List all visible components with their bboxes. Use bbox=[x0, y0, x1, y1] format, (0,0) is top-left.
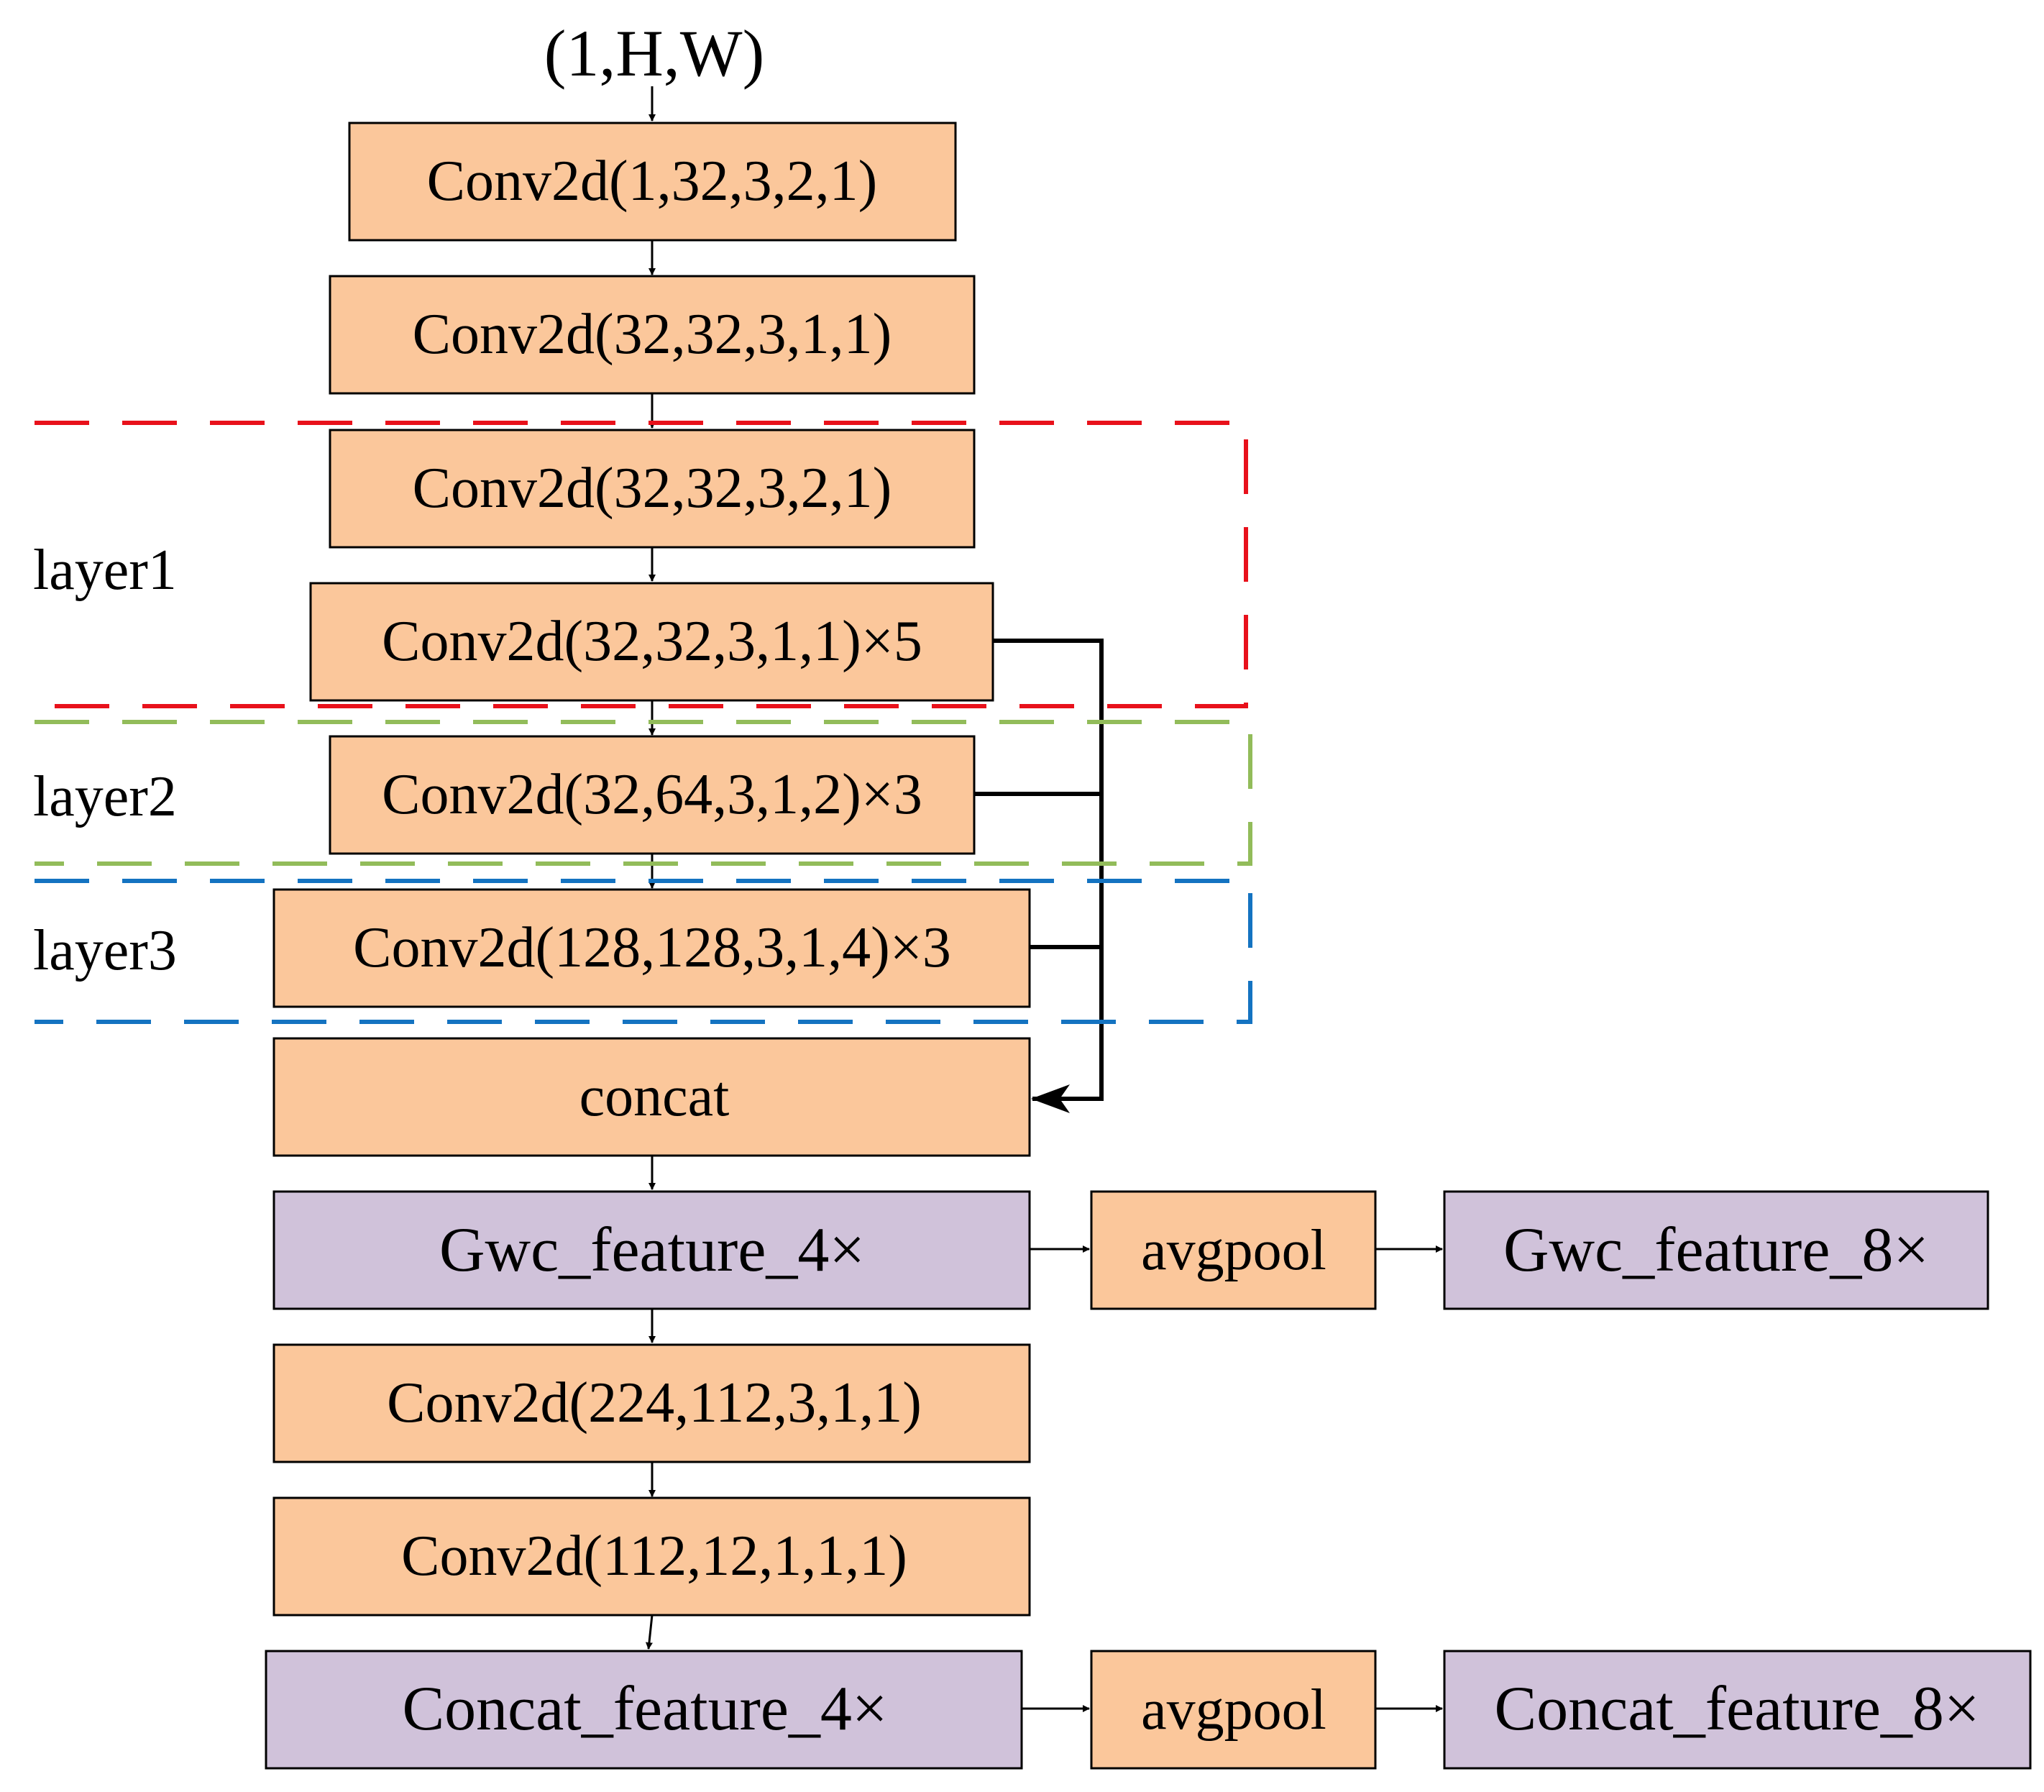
avgpool2-block: avgpool bbox=[1090, 1650, 1377, 1770]
conv7-label: Conv2d(224,112,3,1,1) bbox=[387, 1371, 922, 1435]
gwc-feature-8x-label: Gwc_feature_8× bbox=[1503, 1215, 1929, 1285]
conv4-block: Conv2d(32,32,3,1,1)×5 bbox=[309, 582, 994, 702]
gwc-feature-4x-block: Gwc_feature_4× bbox=[272, 1190, 1031, 1310]
layer1-label: layer1 bbox=[33, 539, 177, 602]
concat-feature-8x-block: Concat_feature_8× bbox=[1443, 1650, 2032, 1770]
conv5-label: Conv2d(32,64,3,1,2)×3 bbox=[382, 763, 922, 826]
layer3-outline bbox=[35, 879, 1252, 1024]
concat-feature-8x-label: Concat_feature_8× bbox=[1494, 1674, 1979, 1744]
conv4-label: Conv2d(32,32,3,1,1)×5 bbox=[382, 610, 922, 673]
layer2-label: layer2 bbox=[33, 765, 177, 828]
conv3-block: Conv2d(32,32,3,2,1) bbox=[329, 429, 976, 549]
avgpool1-label: avgpool bbox=[1141, 1219, 1326, 1282]
layer2-outline bbox=[35, 720, 1252, 866]
conv2-block: Conv2d(32,32,3,1,1) bbox=[329, 275, 976, 395]
conv6-block: Conv2d(128,128,3,1,4)×3 bbox=[272, 888, 1031, 1008]
conv7-block: Conv2d(224,112,3,1,1) bbox=[272, 1343, 1031, 1463]
avgpool2-label: avgpool bbox=[1141, 1678, 1326, 1742]
conv8-label: Conv2d(112,12,1,1,1) bbox=[401, 1524, 907, 1588]
flow-arrows bbox=[645, 86, 1443, 1712]
conv6-label: Conv2d(128,128,3,1,4)×3 bbox=[353, 916, 951, 979]
conv2-label: Conv2d(32,32,3,1,1) bbox=[413, 303, 892, 366]
gwc-feature-8x-block: Gwc_feature_8× bbox=[1443, 1190, 1989, 1310]
concat-block: concat bbox=[272, 1037, 1031, 1157]
concat-feature-4x-block: Concat_feature_4× bbox=[265, 1650, 1023, 1770]
concat-label: concat bbox=[579, 1065, 730, 1128]
concat-feature-4x-label: Concat_feature_4× bbox=[402, 1674, 887, 1744]
conv1-label: Conv2d(1,32,3,2,1) bbox=[427, 150, 878, 213]
avgpool1-block: avgpool bbox=[1090, 1190, 1377, 1310]
layer3-label: layer3 bbox=[33, 919, 177, 982]
conv1-block: Conv2d(1,32,3,2,1) bbox=[348, 122, 957, 242]
input-shape-label: (1,H,W) bbox=[544, 17, 765, 90]
conv5-block: Conv2d(32,64,3,1,2)×3 bbox=[329, 735, 976, 855]
layer1-outline bbox=[35, 421, 1248, 708]
gwc-feature-4x-label: Gwc_feature_4× bbox=[439, 1215, 865, 1285]
conv3-label: Conv2d(32,32,3,2,1) bbox=[413, 457, 892, 520]
conv8-block: Conv2d(112,12,1,1,1) bbox=[272, 1496, 1031, 1617]
